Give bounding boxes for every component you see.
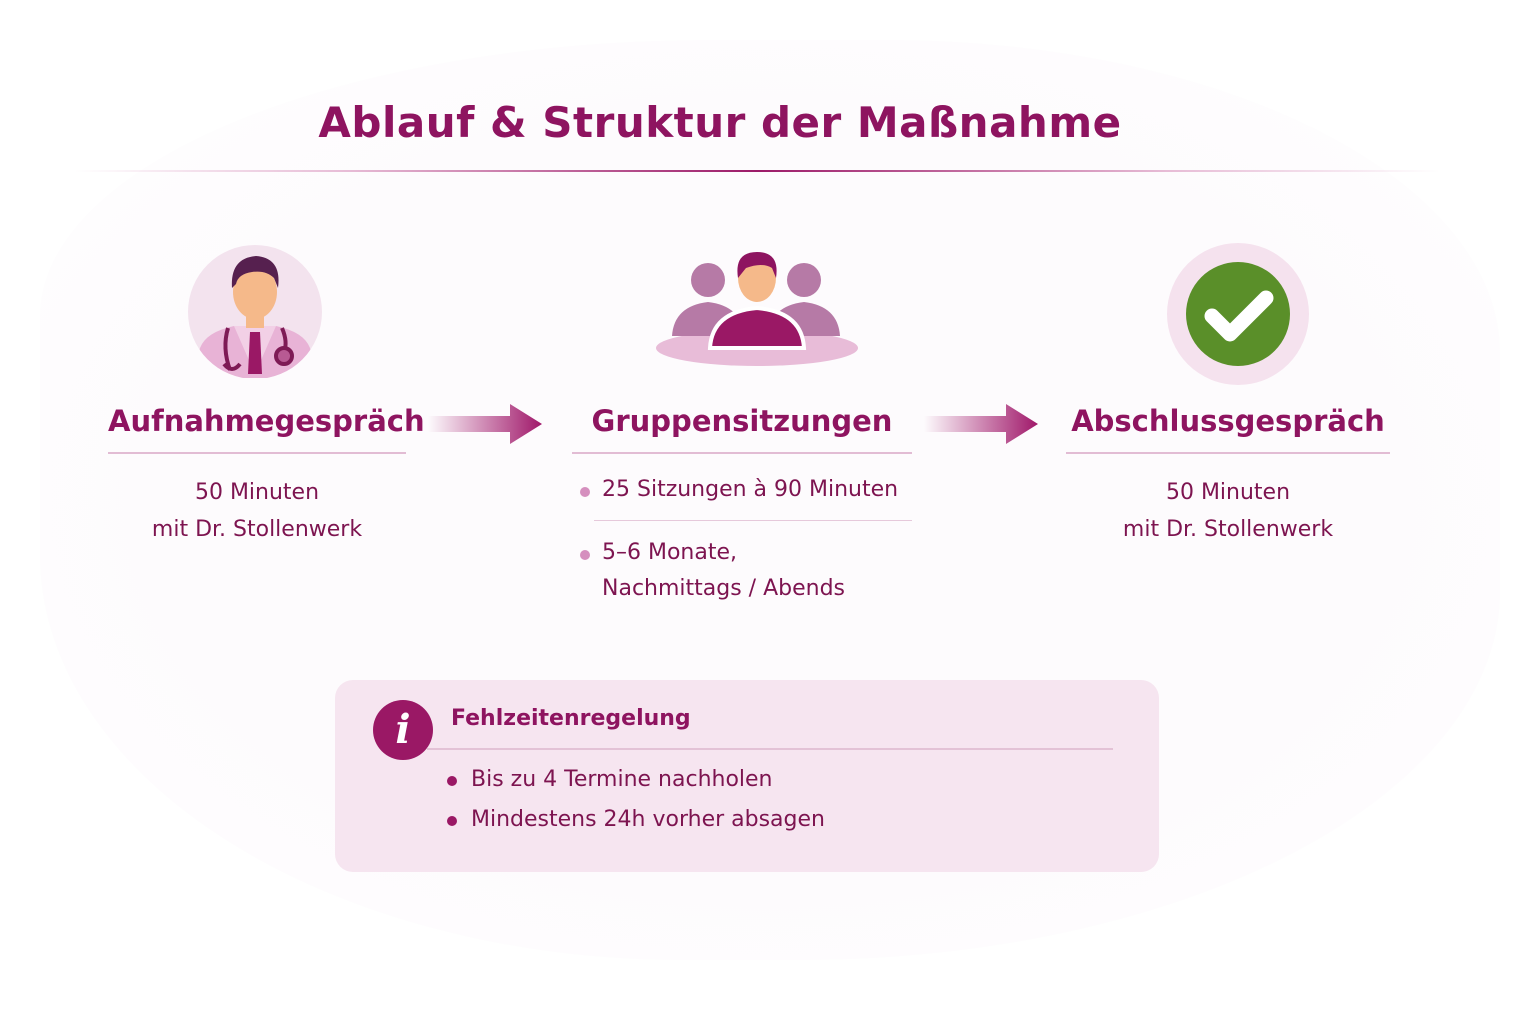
step-intake: Aufnahmegespräch 50 Minuten mit Dr. Stol…	[108, 404, 425, 548]
list-item: Mindestens 24h vorher absagen	[445, 800, 825, 840]
info-divider	[427, 748, 1113, 750]
page-title: Ablauf & Struktur der Maßnahme	[318, 98, 1122, 147]
title-divider	[75, 170, 1440, 172]
list-item: 5–6 Monate,Nachmittags / Abends	[572, 535, 912, 607]
absence-policy-box: i Fehlzeitenregelung Bis zu 4 Termine na…	[335, 680, 1159, 872]
info-icon: i	[373, 700, 433, 760]
step-final: Abschlussgespräch 50 Minuten mit Dr. Sto…	[1066, 404, 1390, 548]
info-list: Bis zu 4 Termine nachholen Mindestens 24…	[445, 760, 825, 840]
step-divider	[1066, 452, 1390, 454]
step-title: Abschlussgespräch	[1071, 404, 1385, 438]
step-title: Aufnahmegespräch	[108, 404, 425, 438]
list-item: Bis zu 4 Termine nachholen	[445, 760, 825, 800]
duration-text: 50 Minuten	[194, 479, 320, 505]
list-item: 25 Sitzungen à 90 Minuten	[572, 472, 912, 508]
doctor-icon	[186, 244, 324, 379]
step-divider	[108, 452, 406, 454]
step-description: 50 Minuten mit Dr. Stollenwerk	[1066, 474, 1390, 548]
with-text: mit Dr. Stollenwerk	[1122, 516, 1334, 542]
info-title: Fehlzeitenregelung	[451, 706, 691, 731]
with-text: mit Dr. Stollenwerk	[151, 516, 363, 542]
session-details-list: 25 Sitzungen à 90 Minuten 5–6 Monate,Nac…	[572, 472, 912, 608]
step-group-sessions: Gruppensitzungen 25 Sitzungen à 90 Minut…	[572, 404, 912, 607]
step-description: 50 Minuten mit Dr. Stollenwerk	[108, 474, 406, 548]
step-title: Gruppensitzungen	[591, 404, 893, 438]
step-divider	[572, 452, 912, 454]
checkmark-icon	[1166, 242, 1310, 386]
group-icon	[654, 248, 860, 370]
arrow-right-icon	[924, 404, 1038, 444]
list-divider	[594, 519, 912, 521]
duration-text: 50 Minuten	[1165, 479, 1291, 505]
arrow-right-icon	[428, 404, 542, 444]
